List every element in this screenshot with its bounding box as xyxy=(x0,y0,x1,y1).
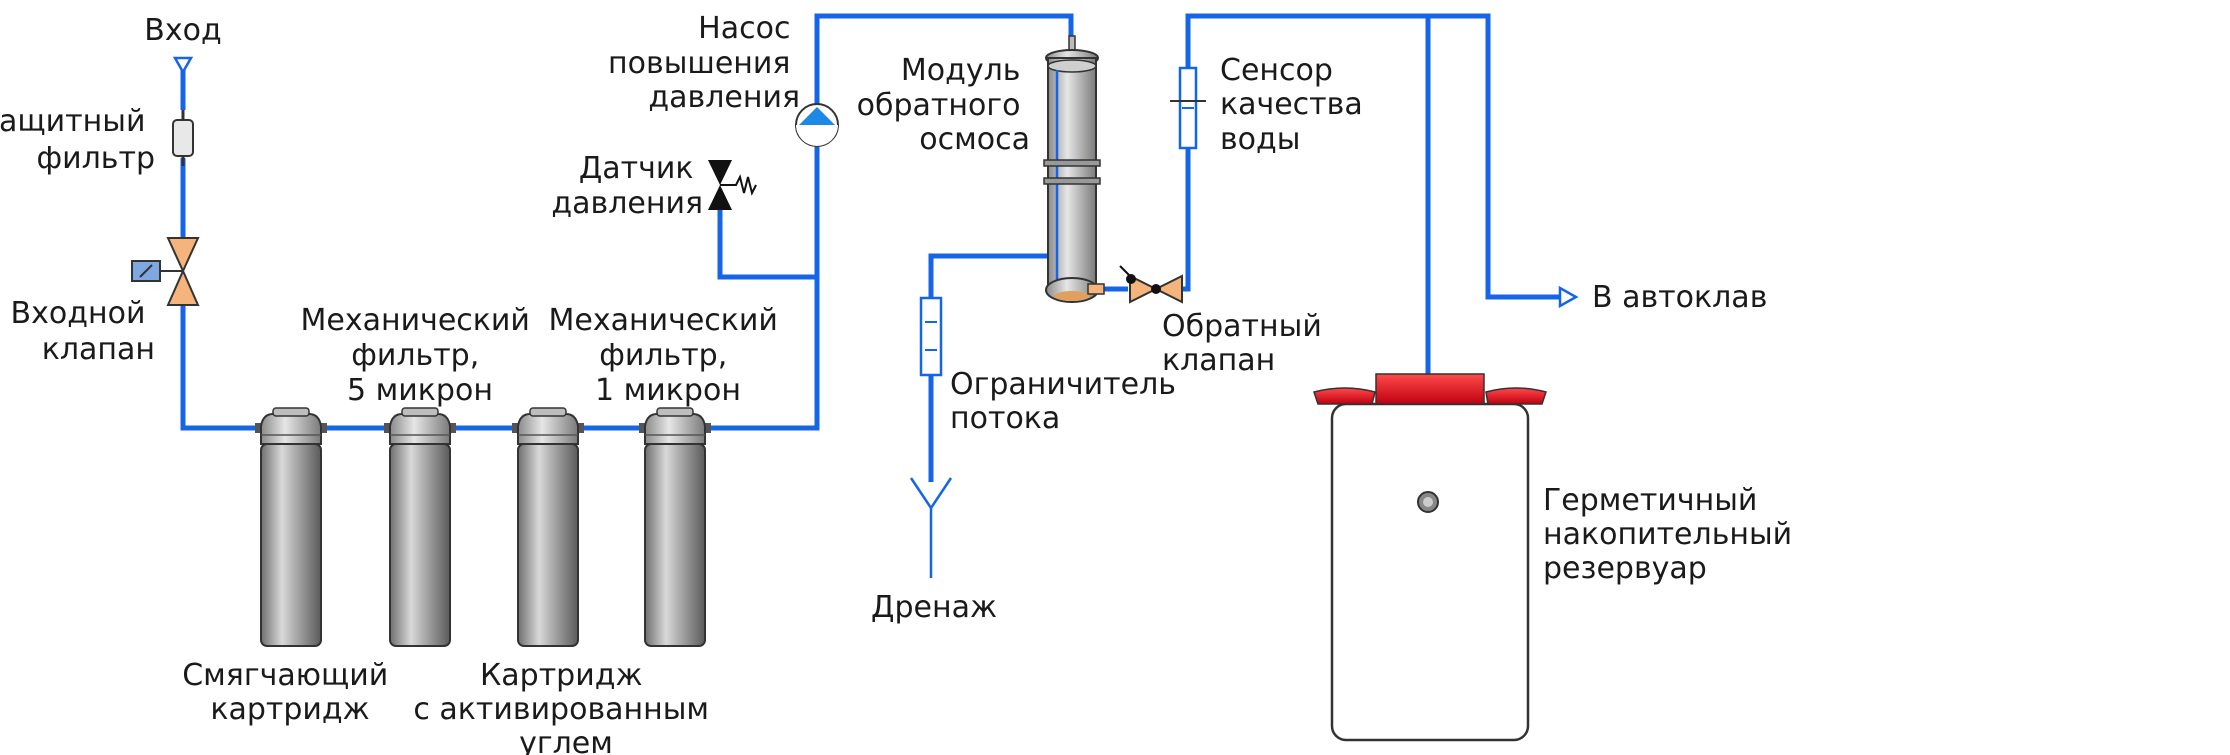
pipe-to-pressure-sensor xyxy=(717,205,817,280)
flow-limiter-body xyxy=(919,296,943,377)
pump-arrow-icon xyxy=(799,107,835,125)
check-valve-right xyxy=(1153,274,1183,304)
label-to-autoclave: В автоклав xyxy=(1592,280,1767,315)
cartridge-body xyxy=(517,443,579,647)
inlet-valve-upper xyxy=(166,237,200,274)
ro-module xyxy=(1043,35,1105,303)
tank-cap xyxy=(1375,373,1485,405)
check-valve xyxy=(1119,265,1183,304)
mech-filter-1-cartridge xyxy=(639,407,711,647)
pressure-sensor xyxy=(708,160,757,210)
label-inlet-valve: Входной клапан xyxy=(11,296,155,367)
water-quality-sensor xyxy=(1170,66,1206,150)
label-quality-sensor: Сенсор качества воды xyxy=(1220,53,1372,157)
cartridge-body xyxy=(644,443,706,647)
label-check-valve: Обратный клапан xyxy=(1162,309,1331,378)
cartridge-body xyxy=(260,443,322,647)
label-protective-filter: Защитный фильтр xyxy=(0,104,155,176)
inlet-valve xyxy=(131,237,200,306)
tank-handle-left xyxy=(1313,387,1376,405)
check-valve-left xyxy=(1129,274,1159,304)
label-ro-module: Модуль обратного осмоса xyxy=(857,53,1030,157)
label-mech-filter-5: Механический фильтр, 5 микрон xyxy=(301,303,540,408)
carbon-cartridge xyxy=(512,407,584,647)
inlet-valve-lower xyxy=(166,268,200,306)
label-flow-limiter: Ограничитель потока xyxy=(950,367,1185,436)
drain-symbol xyxy=(909,477,953,578)
drain-funnel-icon xyxy=(909,477,953,511)
pipe-ro-to-limiter xyxy=(928,253,1071,298)
label-mech-filter-1: Механический фильтр, 1 микрон xyxy=(549,303,788,408)
protective-filter-body xyxy=(172,119,194,157)
tank-body xyxy=(1330,402,1530,742)
pipe-to-pump xyxy=(705,138,820,431)
label-booster-pump: Насос повышения давления xyxy=(608,11,800,115)
label-sealed-tank: Герметичный накопительный резервуар xyxy=(1543,483,1802,586)
protective-filter xyxy=(172,110,194,166)
label-softening-cartridge: Смягчающий картридж xyxy=(182,658,398,727)
pressure-sensor-lower xyxy=(708,185,732,210)
ro-membrane-housing xyxy=(1047,57,1097,291)
flow-limiter xyxy=(919,296,943,377)
sealed-storage-tank xyxy=(1313,373,1547,742)
spring-icon xyxy=(720,174,757,196)
pipe-check-valve-to-sensor xyxy=(1182,110,1191,292)
inlet-arrow-icon xyxy=(172,56,194,75)
tank-handle-right xyxy=(1485,387,1547,405)
label-drain: Дренаж xyxy=(871,590,997,625)
mech-filter-5-cartridge xyxy=(384,407,456,647)
pipe-to-autoclave xyxy=(1185,13,1560,300)
label-carbon-cartridge: Картридж с активированным углем xyxy=(413,658,718,755)
inlet-pipe-bottom xyxy=(180,305,260,431)
cartridge-body xyxy=(389,443,451,647)
softening-cartridge xyxy=(255,407,327,647)
booster-pump xyxy=(795,103,839,147)
pressure-sensor-upper xyxy=(708,160,732,185)
label-pressure-sensor: Датчик давления xyxy=(551,151,703,221)
outlet-arrow-icon xyxy=(1558,285,1579,309)
pipe-pump-to-ro xyxy=(814,13,1074,112)
label-inlet: Вход xyxy=(144,13,221,48)
cartridge-array xyxy=(255,407,711,647)
inlet-symbol xyxy=(172,56,194,75)
